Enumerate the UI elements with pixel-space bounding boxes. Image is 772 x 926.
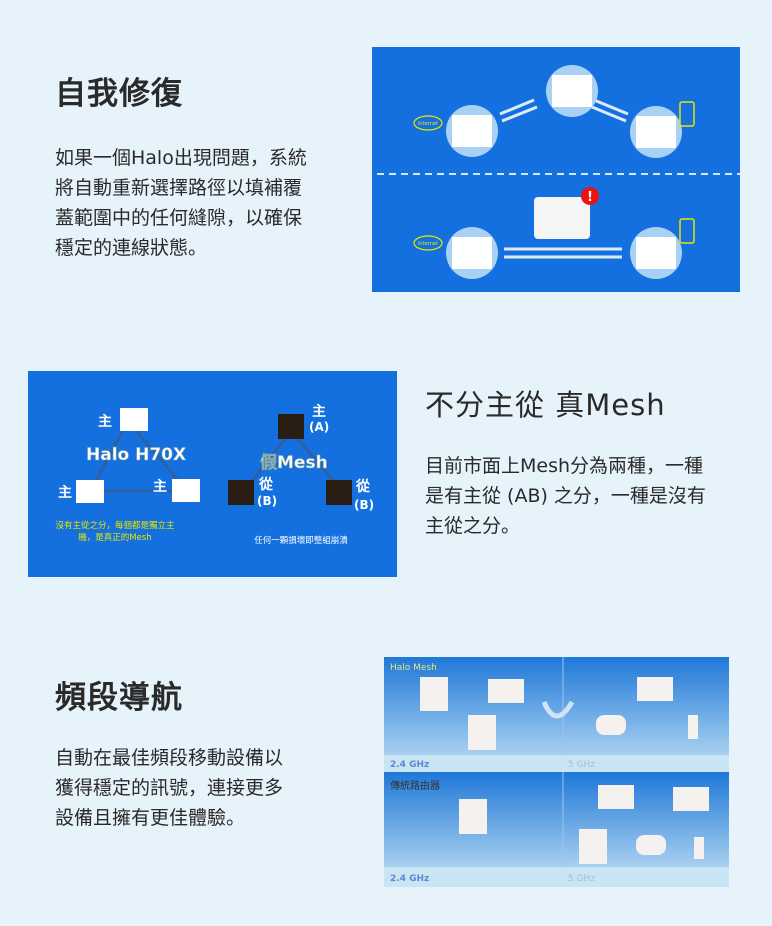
svg-text:從: 從 xyxy=(355,478,370,495)
black-router-icon xyxy=(228,414,352,505)
mesh-node-icon xyxy=(446,65,682,279)
svg-text:Halo H70X: Halo H70X xyxy=(86,445,186,465)
svg-text:假Mesh: 假Mesh xyxy=(260,452,328,473)
text-line: 設備且擁有更佳體驗。 xyxy=(55,807,246,829)
svg-text:主: 主 xyxy=(58,484,72,501)
failed-node-icon xyxy=(534,197,590,239)
phone-icon xyxy=(679,101,695,244)
svg-text:Internet: Internet xyxy=(418,121,438,127)
svg-text:(B): (B) xyxy=(354,498,374,512)
text-line: 是有主從 (AB) 之分，一種是沒有 xyxy=(425,485,706,507)
alert-icon xyxy=(581,187,599,205)
text-line: 自動在最佳頻段移動設備以 xyxy=(55,747,284,769)
true-mesh-title: 不分主從 真Mesh xyxy=(425,388,666,422)
self-healing-title: 自我修復 xyxy=(55,76,183,112)
svg-text:5 GHz: 5 GHz xyxy=(568,874,595,884)
svg-text:任何一顆損壞即整組崩潰: 任何一顆損壞即整組崩潰 xyxy=(254,535,348,546)
svg-text:(A): (A) xyxy=(309,420,329,434)
true-mesh-illustration: 主 主 主 主 (A) 從 (B) 從 (B) Halo H70X 假Mesh … xyxy=(28,371,397,577)
svg-text:2.4 GHz: 2.4 GHz xyxy=(390,760,429,770)
text-line: 目前市面上Mesh分為兩種，一種 xyxy=(425,455,704,477)
svg-text:主: 主 xyxy=(98,413,112,430)
self-healing-description: 如果一個Halo出現問題，系統 將自動重新選擇路徑以填補覆 蓋範圍中的任何縫隙，… xyxy=(55,143,307,263)
svg-text:5 GHz: 5 GHz xyxy=(568,760,595,770)
svg-text:(B): (B) xyxy=(257,494,277,508)
svg-text:Internet: Internet xyxy=(418,241,438,247)
svg-text:2.4 GHz: 2.4 GHz xyxy=(390,874,429,884)
text-line: 如果一個Halo出現問題，系統 xyxy=(55,147,307,169)
text-line: 將自動重新選擇路徑以填補覆 xyxy=(55,177,303,199)
svg-text:傳統路由器: 傳統路由器 xyxy=(390,779,440,792)
svg-text:機，是真正的Mesh: 機，是真正的Mesh xyxy=(78,532,151,543)
svg-text:從: 從 xyxy=(258,476,273,493)
true-mesh-description: 目前市面上Mesh分為兩種，一種 是有主從 (AB) 之分，一種是沒有 主從之分… xyxy=(425,451,706,541)
halo-node-icon xyxy=(76,408,200,503)
text-line: 主從之分。 xyxy=(425,515,521,537)
svg-text:沒有主從之分，每個都是獨立主: 沒有主從之分，每個都是獨立主 xyxy=(55,520,175,531)
cloud-internet-icon xyxy=(413,115,443,251)
svg-text:主: 主 xyxy=(153,478,167,495)
text-line: 蓋範圍中的任何縫隙，以確保 xyxy=(55,207,303,229)
svg-text:!: ! xyxy=(587,190,593,205)
band-steering-title: 頻段導航 xyxy=(55,680,183,716)
self-healing-illustration: ! Internet Internet xyxy=(372,47,740,292)
band-steering-illustration: Halo Mesh 傳統路由器 2.4 GHz 5 GHz 2.4 GHz 5 … xyxy=(384,657,729,887)
band-steering-description: 自動在最佳頻段移動設備以 獲得穩定的訊號，連接更多 設備且擁有更佳體驗。 xyxy=(55,743,283,833)
text-line: 獲得穩定的訊號，連接更多 xyxy=(55,777,284,799)
steering-arrow-icon xyxy=(541,700,575,719)
svg-text:Halo Mesh: Halo Mesh xyxy=(390,663,437,673)
svg-text:主: 主 xyxy=(312,403,326,420)
text-line: 穩定的連線狀態。 xyxy=(55,237,208,259)
